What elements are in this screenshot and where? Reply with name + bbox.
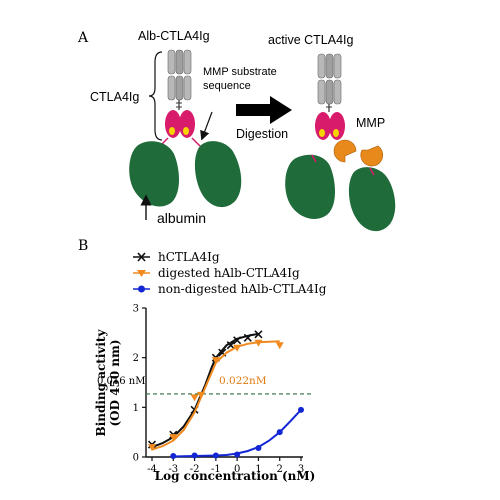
y-tick-label: 3 [133, 304, 139, 315]
legend-item-hctla4ig: hCTLA4Ig [133, 250, 220, 264]
ec50-annotation-hctla4ig: 0.016 nM [97, 376, 146, 387]
legend-item-non-digested: non-digested hAlb-CTLA4Ig [133, 282, 327, 296]
digestion-arrow-icon [236, 96, 292, 124]
albumin-right-shape [194, 141, 242, 208]
active-ctla4ig-molecule [315, 53, 345, 140]
data-point [191, 452, 198, 459]
active-ctla4ig-label: active CTLA4Ig [268, 33, 354, 47]
ctla4ig-brace [148, 51, 163, 141]
x-tick-label: -3 [168, 464, 178, 475]
mmp-substrate-linkers [159, 137, 201, 147]
alb-ctla4ig-molecule [159, 49, 201, 147]
left-gray-domains [167, 49, 192, 110]
data-point [226, 341, 235, 350]
data-point [233, 344, 242, 352]
legend-item-digested: digested hAlb-CTLA4Ig [133, 266, 300, 280]
x-tick-label: -4 [147, 464, 157, 475]
mmp-enzyme-icon [360, 145, 384, 167]
x-tick-label: -1 [211, 464, 221, 475]
digestion-label: Digestion [236, 127, 288, 141]
albumin-label: albumin [157, 210, 206, 226]
mmp-substrate-label-line2: sequence [203, 80, 251, 92]
data-point [254, 330, 263, 339]
y-axis-title-line2: (OD 450 nm) [108, 339, 122, 426]
data-point [255, 445, 262, 452]
mmp-enzyme-icon [333, 139, 357, 163]
panel-a-label: A [77, 30, 89, 46]
legend-label: hCTLA4Ig [158, 250, 220, 264]
x-tick-label: 1 [255, 464, 261, 475]
series-line-0 [151, 332, 259, 449]
binding-chart-axes: -4 -3 -2 -1 0 1 2 3 0 1 2 3 [133, 304, 313, 475]
left-ctla4-domains [165, 110, 195, 138]
series-line-2 [173, 409, 302, 458]
data-point [243, 333, 252, 342]
mmp-label: MMP [356, 116, 385, 130]
data-point [190, 394, 199, 402]
data-point [170, 453, 177, 460]
legend-label: digested hAlb-CTLA4Ig [158, 266, 300, 280]
data-point [276, 429, 283, 436]
alb-ctla4ig-label: Alb-CTLA4Ig [138, 29, 210, 43]
cleaved-linker-right [369, 167, 375, 176]
data-point [148, 444, 156, 452]
cleaved-linker-left [311, 154, 317, 163]
ctla4ig-label: CTLA4Ig [90, 90, 139, 104]
x-tick-label: 3 [298, 464, 304, 475]
data-point [211, 357, 220, 365]
data-point [275, 342, 284, 350]
data-point [169, 434, 178, 442]
y-tick-label: 0 [133, 453, 139, 464]
data-point [298, 406, 304, 413]
ec50-annotation-digested: 0.022nM [219, 375, 267, 387]
y-axis-title-line1: Binding activity [94, 329, 108, 437]
x-tick-label: 2 [277, 464, 283, 475]
data-point [234, 451, 241, 458]
albumin-left-shape [129, 141, 179, 207]
data-point [196, 391, 205, 399]
x-axis-title: Log concentration (nM) [155, 469, 316, 483]
panel-b-label: B [78, 238, 88, 254]
albumin-digested-left-shape [285, 154, 335, 219]
mmp-substrate-label-line1: MMP substrate [203, 66, 277, 78]
y-tick-label: 1 [133, 403, 139, 414]
binding-chart-marks [147, 330, 304, 460]
data-point [233, 336, 242, 345]
x-tick-label: 0 [234, 464, 240, 475]
albumin-digested-right-shape [348, 167, 396, 232]
data-point [212, 452, 219, 459]
legend-label: non-digested hAlb-CTLA4Ig [158, 282, 327, 296]
chart-legend: hCTLA4Ig digested hAlb-CTLA4Ig non-diges… [133, 250, 327, 296]
data-point [254, 339, 263, 347]
x-tick-label: -2 [190, 464, 200, 475]
substrate-pointer-arrow [200, 111, 213, 141]
y-tick-label: 2 [133, 353, 139, 364]
